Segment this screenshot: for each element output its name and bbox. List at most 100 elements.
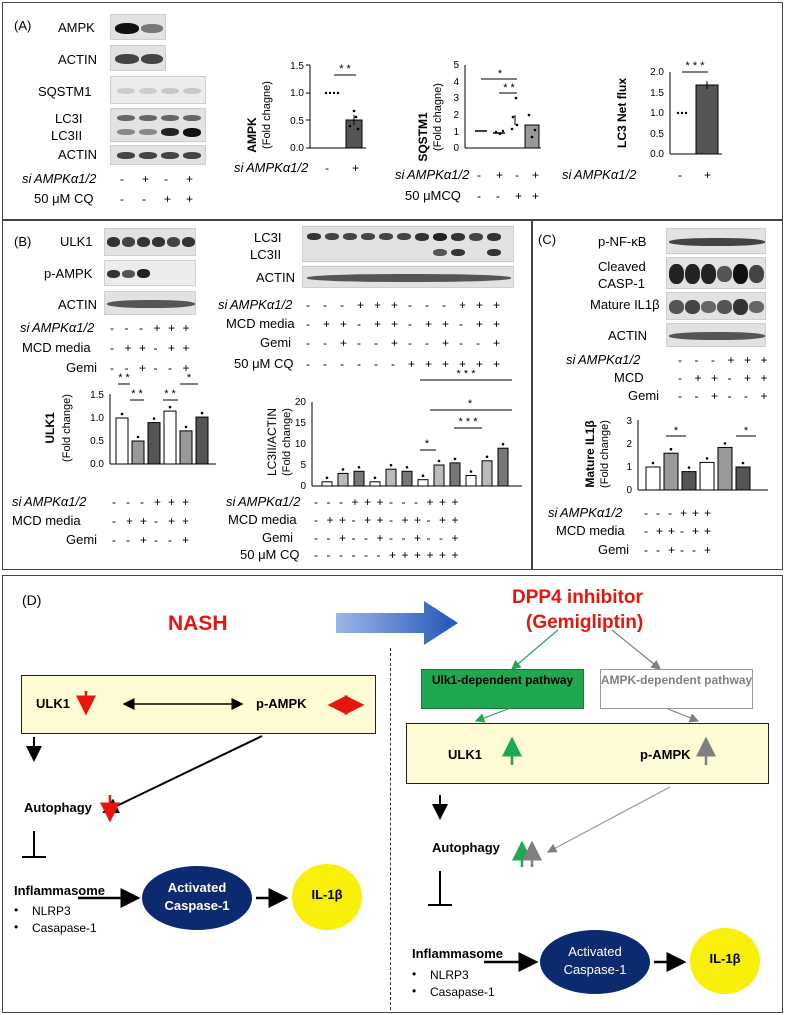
condition-sign: - [425,298,429,312]
panel-d-divider [390,648,391,1010]
svg-text:* *: * * [503,82,515,94]
condition-sign: + [357,298,365,312]
condition-sign: - [476,336,480,350]
chart-il1b: Mature IL1β (Fold change) 0 1 2 3 * * [583,416,768,496]
condition-sign: + [656,524,664,538]
condition-sign: - [744,389,748,403]
condition-sign: - [112,533,116,547]
condition-sign: + [692,506,700,520]
svg-text:(Fold change): (Fold change) [61,394,73,462]
condition-sign: + [439,513,447,527]
cond-cq-label: 50 μM CQ [34,191,94,206]
panel-c-label: (C) [538,232,557,247]
condition-sign: - [326,531,331,545]
svg-text:(Fold change): (Fold change) [281,408,293,476]
bar [147,422,161,465]
condition-sign: + [680,506,688,520]
condition-sign: + [442,336,450,350]
condition-sign: - [401,495,406,509]
blot-label-lc3i: LC3I [55,111,83,126]
condition-sign: + [744,353,752,367]
condition-sign: - [351,531,356,545]
condition-sign: + [154,495,162,509]
svg-text:0: 0 [453,143,459,154]
data-point [687,466,691,469]
svg-text:2: 2 [453,110,459,121]
condition-sign: - [153,341,158,355]
condition-sign: - [644,543,648,557]
svg-text:0: 0 [626,485,632,496]
nash-inflammasome: Inflammasome [14,883,106,898]
data-point [741,461,745,465]
chart-ampk-sig: * * [339,63,351,75]
chart-ampk: AMPK (Fold chagne) 0.0 0.5 1.0 1.5 * * [245,61,366,154]
data-point [485,455,489,459]
svg-text:1: 1 [626,462,632,473]
condition-sign: - [442,298,446,312]
bar [401,470,413,487]
condition-sign: - [678,389,682,403]
condition-sign: + [391,317,399,331]
drug-autophagy: Autophagy [432,840,500,855]
condition-sign: + [459,298,467,312]
blot-actin-c [666,323,766,347]
condition-sign: + [451,548,459,562]
condition-sign: - [389,513,393,527]
chart-lc3ii: LC3II/ACTIN (Fold change) 0 5 10 15 20 *… [265,370,522,492]
svg-text:0.5: 0.5 [90,436,104,447]
condition-sign: + [364,495,372,509]
svg-text:1.0: 1.0 [290,88,304,99]
blot-label-lc3ii: LC3II [51,128,83,143]
blot-pnfkb [666,228,766,254]
blot-casp1 [666,257,766,289]
svg-text:(Fold chagne): (Fold chagne) [432,83,444,151]
condition-sign: - [656,506,660,520]
svg-text:0: 0 [300,481,306,492]
blot-label-ampk: AMPK [58,20,95,35]
condition-sign: - [408,298,412,312]
condition-sign: - [408,336,412,350]
condition-sign: + [140,514,148,528]
condition-sign: - [314,548,318,562]
bar [195,416,209,465]
condition-sign: + [376,495,384,509]
activated-caspase-oval-right [540,930,650,994]
ampk-pathway-box [600,669,753,709]
condition-sign: - [153,361,158,375]
condition-sign: + [391,336,399,350]
svg-text:15: 15 [295,418,307,429]
condition-sign: - [339,495,343,509]
condition-sign: - [126,495,130,509]
svg-text:ULK1: ULK1 [43,412,57,444]
blot-lc3-b [302,226,514,262]
blot-il1b [666,292,766,320]
panel-b [2,220,532,570]
condition-sign: + [182,533,190,547]
condition-sign: + [182,341,190,355]
data-point [136,435,140,439]
condition-sign: + [389,548,397,562]
svg-text:4: 4 [453,77,459,88]
condition-sign: - [110,361,114,375]
svg-text:0.0: 0.0 [290,143,304,154]
condition-sign: + [760,371,768,385]
bar [497,447,509,487]
data-point [389,463,393,467]
bar [717,446,733,491]
il1b-circle-left [292,864,362,930]
condition-sign: + [168,341,176,355]
data-point [723,442,727,445]
condition-sign: - [314,513,318,527]
condition-sign: - [323,357,327,371]
data-point [469,470,473,473]
condition-sign: + [376,513,384,527]
condition-sign: - [326,548,331,562]
condition-sign: + [451,495,459,509]
svg-text:* * *: * * * [459,416,479,428]
condition-sign: - [364,531,368,545]
condition-sign: - [426,513,431,527]
data-point [669,447,673,451]
condition-sign: - [112,495,116,509]
condition-sign: + [493,357,501,371]
bar [131,440,145,465]
